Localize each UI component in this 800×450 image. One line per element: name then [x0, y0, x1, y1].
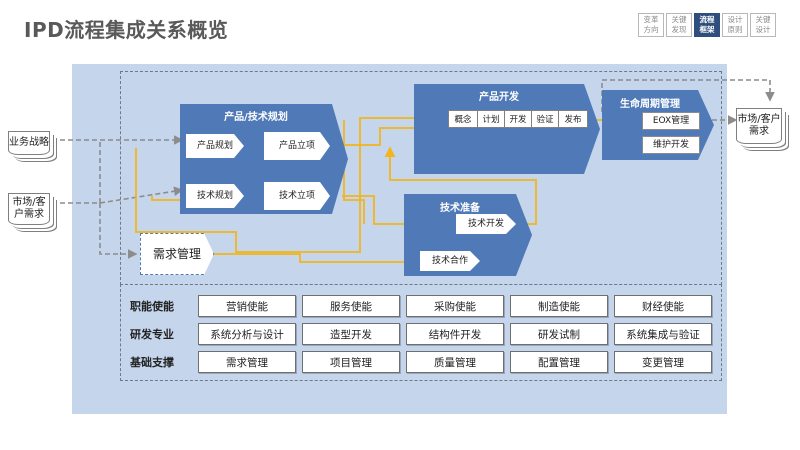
- business-strategy-doc: 业务战略: [8, 131, 50, 155]
- cap-marketing: 营销使能: [198, 295, 296, 317]
- section-nav: 变革方向 关键发现 流程框架 设计原则 关键设计: [638, 13, 776, 37]
- cap-trial-production: 研发试制: [510, 323, 608, 345]
- requirement-management-node: 需求管理: [140, 233, 214, 275]
- cap-project-mgmt: 项目管理: [302, 351, 400, 373]
- nav-item-framework[interactable]: 流程框架: [694, 13, 720, 37]
- row-label-rd: 研发专业: [130, 328, 174, 341]
- cap-system-analysis: 系统分析与设计: [198, 323, 296, 345]
- market-customer-doc-right: 市场/客户需求: [736, 108, 782, 144]
- product-planning-node: 产品规划: [186, 134, 244, 158]
- cap-structural: 结构件开发: [406, 323, 504, 345]
- product-tech-planning-title: 产品/技术规划: [224, 112, 288, 123]
- tech-cooperation-node: 技术合作: [420, 251, 480, 271]
- product-development-title: 产品开发: [479, 92, 519, 103]
- phase-release: 发布: [558, 110, 588, 128]
- nav-item-findings[interactable]: 关键发现: [666, 13, 692, 37]
- cap-finance: 财经使能: [614, 295, 712, 317]
- cap-integration: 系统集成与验证: [614, 323, 712, 345]
- phase-verify: 验证: [531, 110, 559, 128]
- phase-develop: 开发: [504, 110, 532, 128]
- cap-service: 服务使能: [302, 295, 400, 317]
- support-frame: [120, 284, 722, 381]
- nav-item-principles[interactable]: 设计原则: [722, 13, 748, 37]
- cap-quality-mgmt: 质量管理: [406, 351, 504, 373]
- tech-initiation-node: 技术立项: [264, 182, 330, 210]
- cap-procurement: 采购使能: [406, 295, 504, 317]
- phase-concept: 概念: [448, 110, 478, 128]
- market-customer-doc-left: 市场/客户需求: [8, 193, 50, 225]
- phase-plan: 计划: [477, 110, 505, 128]
- nav-item-direction[interactable]: 变革方向: [638, 13, 664, 37]
- product-development-block: [414, 84, 600, 174]
- cap-manufacturing: 制造使能: [510, 295, 608, 317]
- product-development-phases: 概念 计划 开发 验证 发布: [448, 110, 588, 128]
- row-label-functional: 职能使能: [130, 300, 174, 313]
- row-label-foundation: 基础支撑: [130, 356, 174, 369]
- cap-requirement-mgmt: 需求管理: [198, 351, 296, 373]
- cap-config-mgmt: 配置管理: [510, 351, 608, 373]
- tech-planning-node: 技术规划: [186, 184, 244, 208]
- page-title: IPD流程集成关系概览: [24, 18, 229, 42]
- eox-management-node: EOX管理: [642, 112, 700, 130]
- lifecycle-management-title: 生命周期管理: [620, 99, 680, 110]
- tech-preparation-title: 技术准备: [440, 203, 480, 214]
- tech-development-node: 技术开发: [456, 214, 516, 234]
- nav-item-key-design[interactable]: 关键设计: [750, 13, 776, 37]
- product-initiation-node: 产品立项: [264, 132, 330, 160]
- maintenance-development-node: 维护开发: [642, 136, 700, 154]
- cap-change-mgmt: 变更管理: [614, 351, 712, 373]
- cap-styling: 造型开发: [302, 323, 400, 345]
